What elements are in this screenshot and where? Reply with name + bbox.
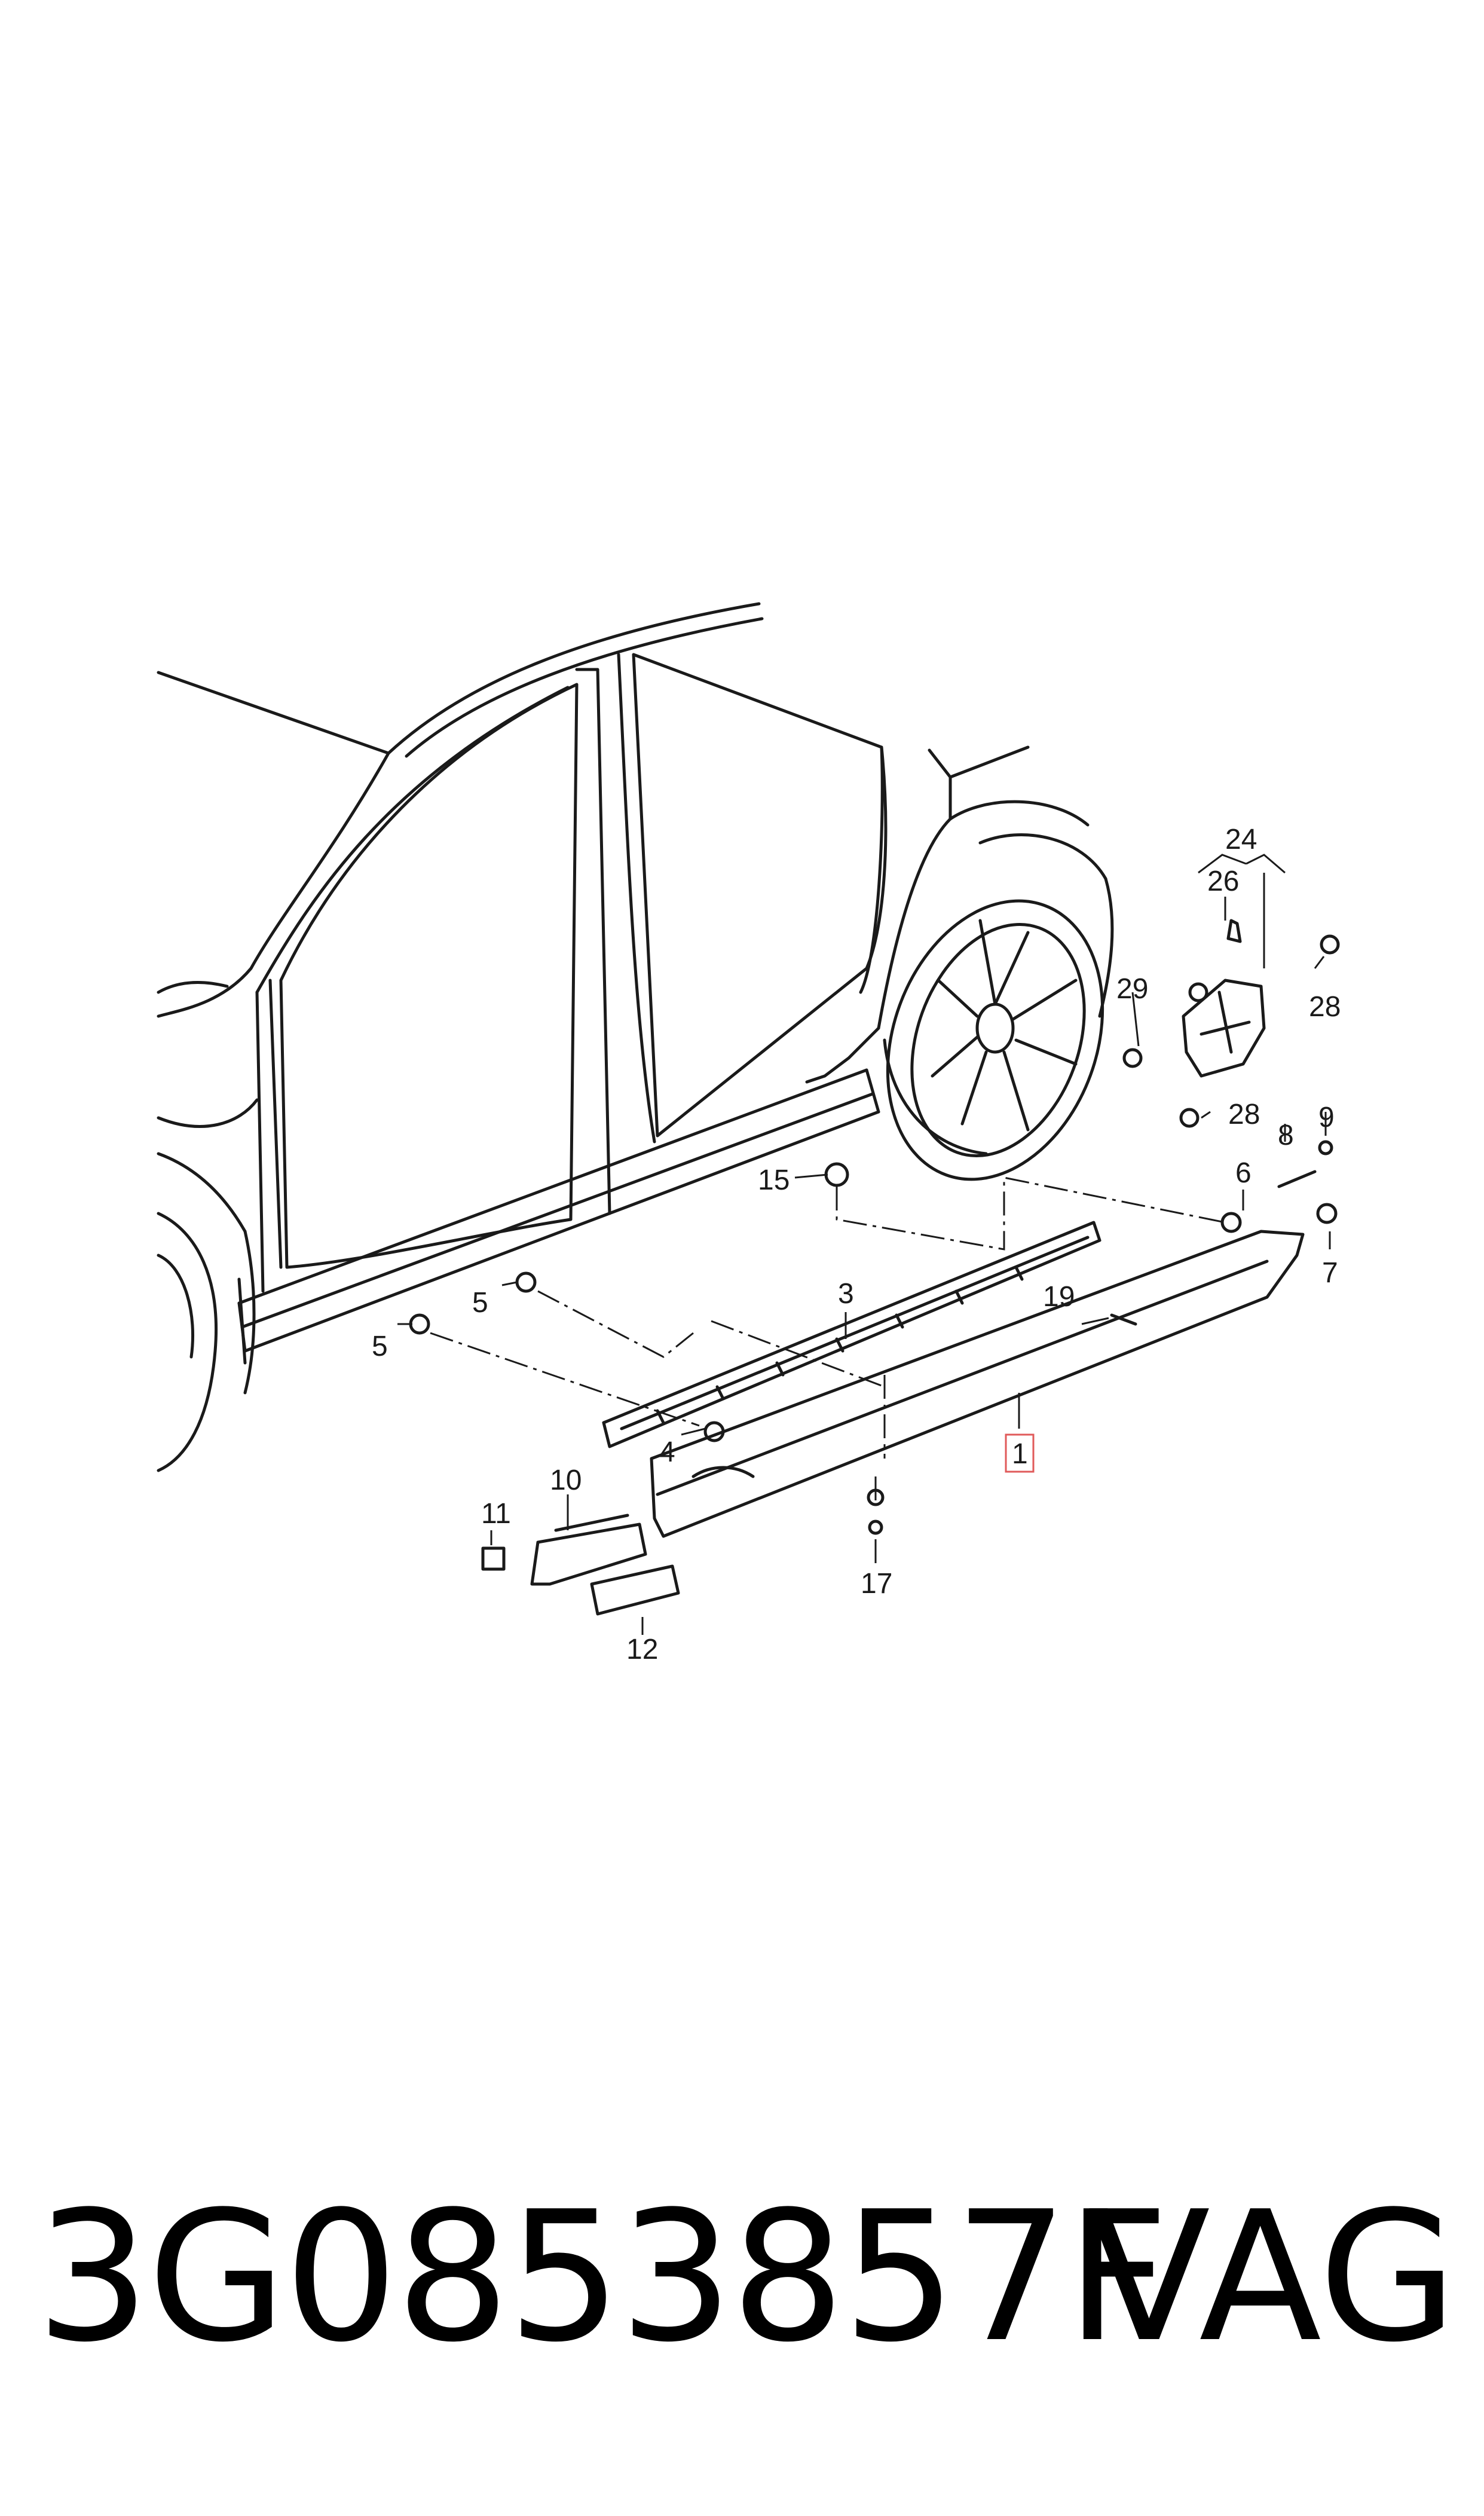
callout-29: 29 xyxy=(1116,973,1148,1005)
trim-part-12 xyxy=(590,1564,680,1616)
callout-6: 6 xyxy=(1235,1157,1252,1189)
part-number: 3G0853857F xyxy=(36,2173,1169,2382)
callout-15: 15 xyxy=(758,1164,790,1196)
callout-4: 4 xyxy=(659,1436,675,1468)
callout-11: 11 xyxy=(481,1498,511,1530)
callout-28-lower: 28 xyxy=(1228,1099,1260,1130)
assembly-lines xyxy=(430,1176,1226,1506)
end-cap-part-10 xyxy=(530,1514,647,1586)
front-wheel xyxy=(157,1212,218,1472)
leader-lines xyxy=(397,854,1331,1635)
highlight-box xyxy=(1005,1433,1035,1473)
callout-7: 7 xyxy=(1322,1257,1338,1289)
callout-24: 24 xyxy=(1225,824,1257,855)
footer: 3G0853857F VAG xyxy=(0,2152,1484,2403)
rear-wheel xyxy=(883,899,1104,1181)
callout-10: 10 xyxy=(550,1465,582,1496)
callout-8: 8 xyxy=(1278,1120,1294,1151)
callout-9: 9 xyxy=(1318,1102,1335,1133)
callout-3: 3 xyxy=(838,1278,854,1310)
car-body-outline xyxy=(157,602,1114,1395)
clip-part-11 xyxy=(481,1546,506,1571)
callout-17: 17 xyxy=(861,1568,892,1600)
callout-28-upper: 28 xyxy=(1309,991,1341,1023)
mounting-strip-part-3 xyxy=(602,1221,1101,1448)
callout-26: 26 xyxy=(1207,866,1239,897)
callout-5-left: 5 xyxy=(372,1331,388,1362)
parts-diagram: 1 3 4 5 5 6 7 8 9 10 11 12 15 17 19 24 2… xyxy=(157,602,1341,1665)
callout-12: 12 xyxy=(626,1634,658,1665)
side-skirt-part-1 xyxy=(650,1230,1305,1538)
callout-5-center: 5 xyxy=(472,1287,488,1319)
bracket-part-24 xyxy=(1182,979,1266,1078)
callout-19: 19 xyxy=(1043,1281,1075,1313)
callout-labels: 1 3 4 5 5 6 7 8 9 10 11 12 15 17 19 24 2… xyxy=(372,824,1341,1665)
brand-name: VAG xyxy=(1088,2173,1458,2382)
callout-1: 1 xyxy=(1012,1438,1028,1470)
